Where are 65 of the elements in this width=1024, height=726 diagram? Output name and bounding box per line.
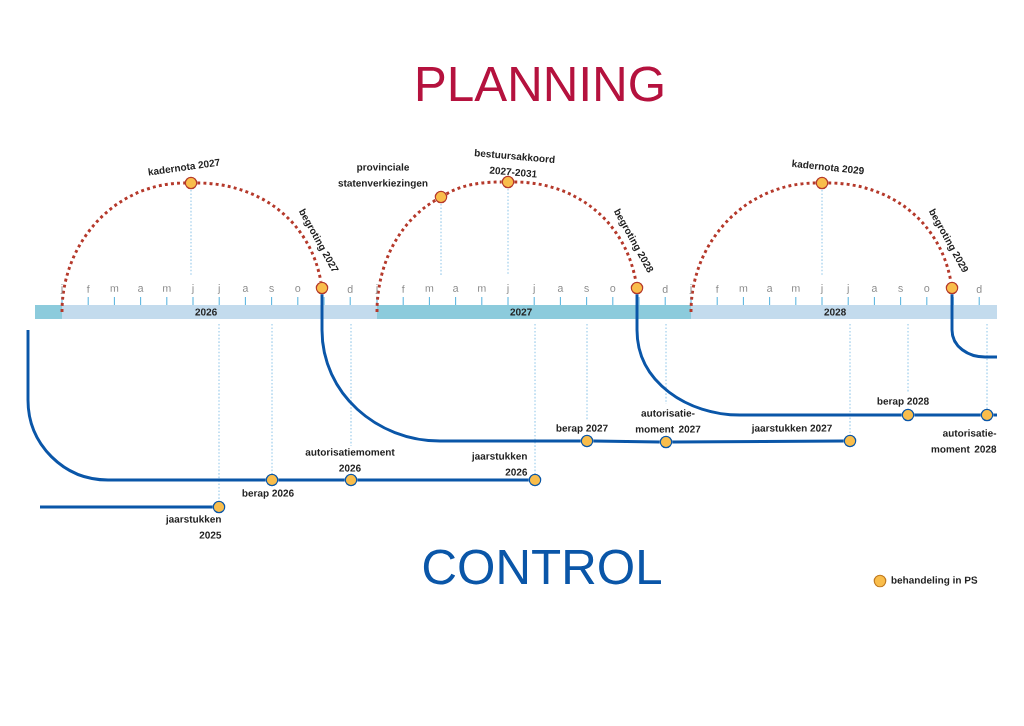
month-label: j	[532, 284, 535, 294]
month-label: m	[739, 286, 748, 292]
event-label: berap 2026	[242, 489, 294, 499]
month-label: o	[924, 286, 930, 292]
timeline-line	[26, 330, 266, 482]
month-label: d	[662, 285, 668, 293]
month-label: j	[191, 284, 194, 294]
timeline-line	[993, 413, 997, 417]
timeline-line	[635, 294, 902, 417]
month-label: m	[792, 286, 800, 292]
month-label: a	[242, 286, 249, 292]
month-label: d	[976, 285, 982, 293]
event-label: autorisatie-moment 2028	[931, 429, 997, 453]
month-label: a	[138, 286, 144, 292]
event-label: jaarstukken 2027	[751, 424, 832, 434]
month-label: m	[478, 286, 486, 292]
month-label: d	[347, 285, 353, 293]
timeline-line	[672, 439, 844, 444]
event-label: autorisatie-moment 2027	[635, 409, 701, 433]
month-label: a	[557, 286, 564, 292]
month-label: s	[269, 286, 274, 292]
month-label: a	[767, 286, 773, 292]
month-label: f	[401, 285, 405, 293]
month-label: a	[871, 286, 878, 292]
event-label: kadernota 2027	[148, 158, 220, 176]
title: PLANNING	[417, 66, 663, 102]
month-label: s	[584, 286, 589, 292]
month-label: m	[163, 286, 171, 292]
event-label: provinciale statenverkiezingen	[338, 163, 428, 189]
event-label: autorisatiemoment 2026	[305, 448, 395, 472]
timeline-line	[357, 478, 529, 482]
month-label: j	[506, 284, 509, 294]
year-label: 2027	[510, 308, 532, 316]
month-label: a	[453, 286, 459, 292]
month-label: j	[375, 284, 378, 294]
timeline-line	[593, 439, 660, 444]
month-label: j	[820, 284, 823, 294]
legend-label: behandeling in PS	[891, 576, 978, 586]
month-label: o	[610, 286, 616, 292]
cycle-arc	[445, 180, 502, 196]
year-label: 2028	[824, 308, 846, 316]
cycle-arc	[197, 181, 323, 283]
event-label: bestuursakkoord 2027-2031	[474, 148, 555, 178]
event-label: jaarstukken 2026	[471, 452, 528, 476]
timeline-line	[950, 294, 997, 359]
event-label: jaarstukken 2025	[165, 515, 222, 539]
month-label: j	[689, 284, 692, 294]
month-label: j	[60, 284, 63, 294]
month-label: m	[110, 286, 119, 292]
month-label: m	[425, 286, 434, 292]
section-heading: CONTROL	[423, 549, 661, 585]
event-label: berap 2027	[556, 424, 608, 434]
month-label: s	[898, 286, 903, 292]
month-label: j	[846, 284, 849, 294]
event-label: berap 2028	[877, 397, 929, 407]
timeline-line	[914, 413, 981, 417]
month-label: f	[715, 285, 719, 293]
timeline-line	[278, 478, 345, 482]
month-label: o	[295, 286, 301, 292]
year-label: 2026	[195, 308, 217, 316]
timeline-line	[40, 505, 213, 509]
month-label: j	[217, 284, 220, 294]
event-label: kadernota 2029	[792, 159, 864, 175]
month-label: f	[86, 285, 90, 293]
timeline-line	[320, 294, 581, 443]
